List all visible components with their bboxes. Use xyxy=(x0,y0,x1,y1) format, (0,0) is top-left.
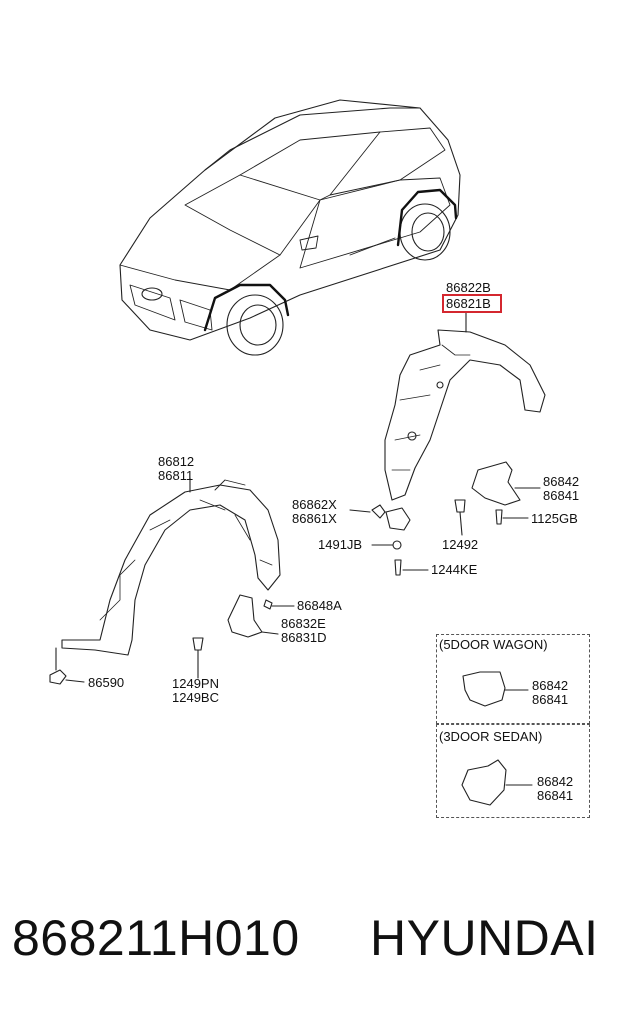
label-86862X: 86862X xyxy=(292,497,337,512)
front-wheel-guard xyxy=(61,477,281,656)
label-86832E-86831D: 86832E 86831D xyxy=(281,617,327,645)
label-86842-86841-top: 86842 86841 xyxy=(543,475,579,503)
label-86811: 86811 xyxy=(158,468,194,483)
label-wagon-parts: 86842 86841 xyxy=(532,679,568,707)
rear-mudguard xyxy=(471,461,541,506)
label-86812: 86812 xyxy=(158,454,195,469)
label-1125GB: 1125GB xyxy=(531,511,578,526)
front-mudguard xyxy=(227,594,279,638)
label-86848A: 86848A xyxy=(297,598,342,613)
wagon-variant-box xyxy=(436,634,590,724)
label-86831D: 86831D xyxy=(281,630,327,645)
label-86862X-86861X: 86862X 86861X xyxy=(292,498,337,526)
label-86822B: 86822B xyxy=(446,280,491,295)
fasteners xyxy=(49,499,529,685)
label-1491JB: 1491JB xyxy=(318,537,363,552)
label-1244KE: 1244KE xyxy=(431,562,478,577)
label-86842: 86842 xyxy=(543,474,580,489)
label-12492: 12492 xyxy=(442,537,479,552)
label-86841: 86841 xyxy=(543,488,580,503)
sedan-mudguard xyxy=(461,759,533,806)
label-1249PN: 1249PN xyxy=(172,676,219,691)
label-sedan-parts: 86842 86841 xyxy=(537,775,573,803)
wagon-variant-title: (5DOOR WAGON) xyxy=(439,637,548,652)
label-86821B: 86821B xyxy=(446,296,491,311)
footer-brand: HYUNDAI xyxy=(370,910,599,966)
label-86812-86811: 86812 86811 xyxy=(158,455,194,483)
label-86841-sedan: 86841 xyxy=(537,788,574,803)
label-86841-wagon: 86841 xyxy=(532,692,569,707)
label-1249PN-1249BC: 1249PN 1249BC xyxy=(172,677,219,705)
highlight-box xyxy=(442,294,502,313)
rear-wheel-guard xyxy=(384,312,546,501)
label-86861X: 86861X xyxy=(292,511,337,526)
label-1249BC: 1249BC xyxy=(172,690,219,705)
footer-part-number: 868211H010 xyxy=(12,910,300,966)
wagon-mudguard xyxy=(462,671,529,707)
sedan-variant-box xyxy=(436,724,590,818)
car-illustration xyxy=(119,99,461,356)
label-86842-sedan: 86842 xyxy=(537,774,574,789)
label-86590: 86590 xyxy=(88,675,125,690)
label-86832E: 86832E xyxy=(281,616,326,631)
label-86842-wagon: 86842 xyxy=(532,678,569,693)
sedan-variant-title: (3DOOR SEDAN) xyxy=(439,729,543,744)
